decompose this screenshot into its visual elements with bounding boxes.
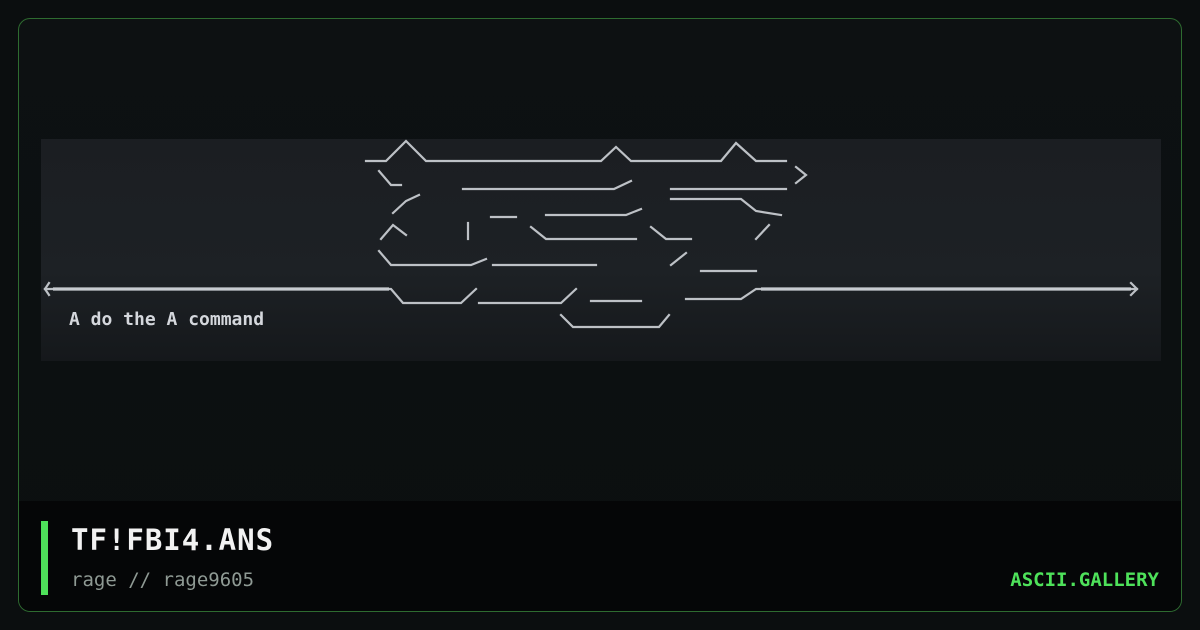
- art-caption: A do the A command: [69, 309, 264, 330]
- preview-card: A do the A command TF!FBI4.ANS rage // r…: [18, 18, 1182, 612]
- footer-bar: TF!FBI4.ANS rage // rage9605 ASCII.GALLE…: [19, 501, 1181, 611]
- accent-bar: [41, 521, 48, 595]
- ascii-art-graphic: A do the A command: [43, 139, 1139, 330]
- ascii-art-preview: A do the A command: [41, 139, 1161, 361]
- file-title: TF!FBI4.ANS: [71, 523, 275, 557]
- site-brand[interactable]: ASCII.GALLERY: [1010, 569, 1159, 591]
- author-subtitle: rage // rage9605: [71, 569, 255, 591]
